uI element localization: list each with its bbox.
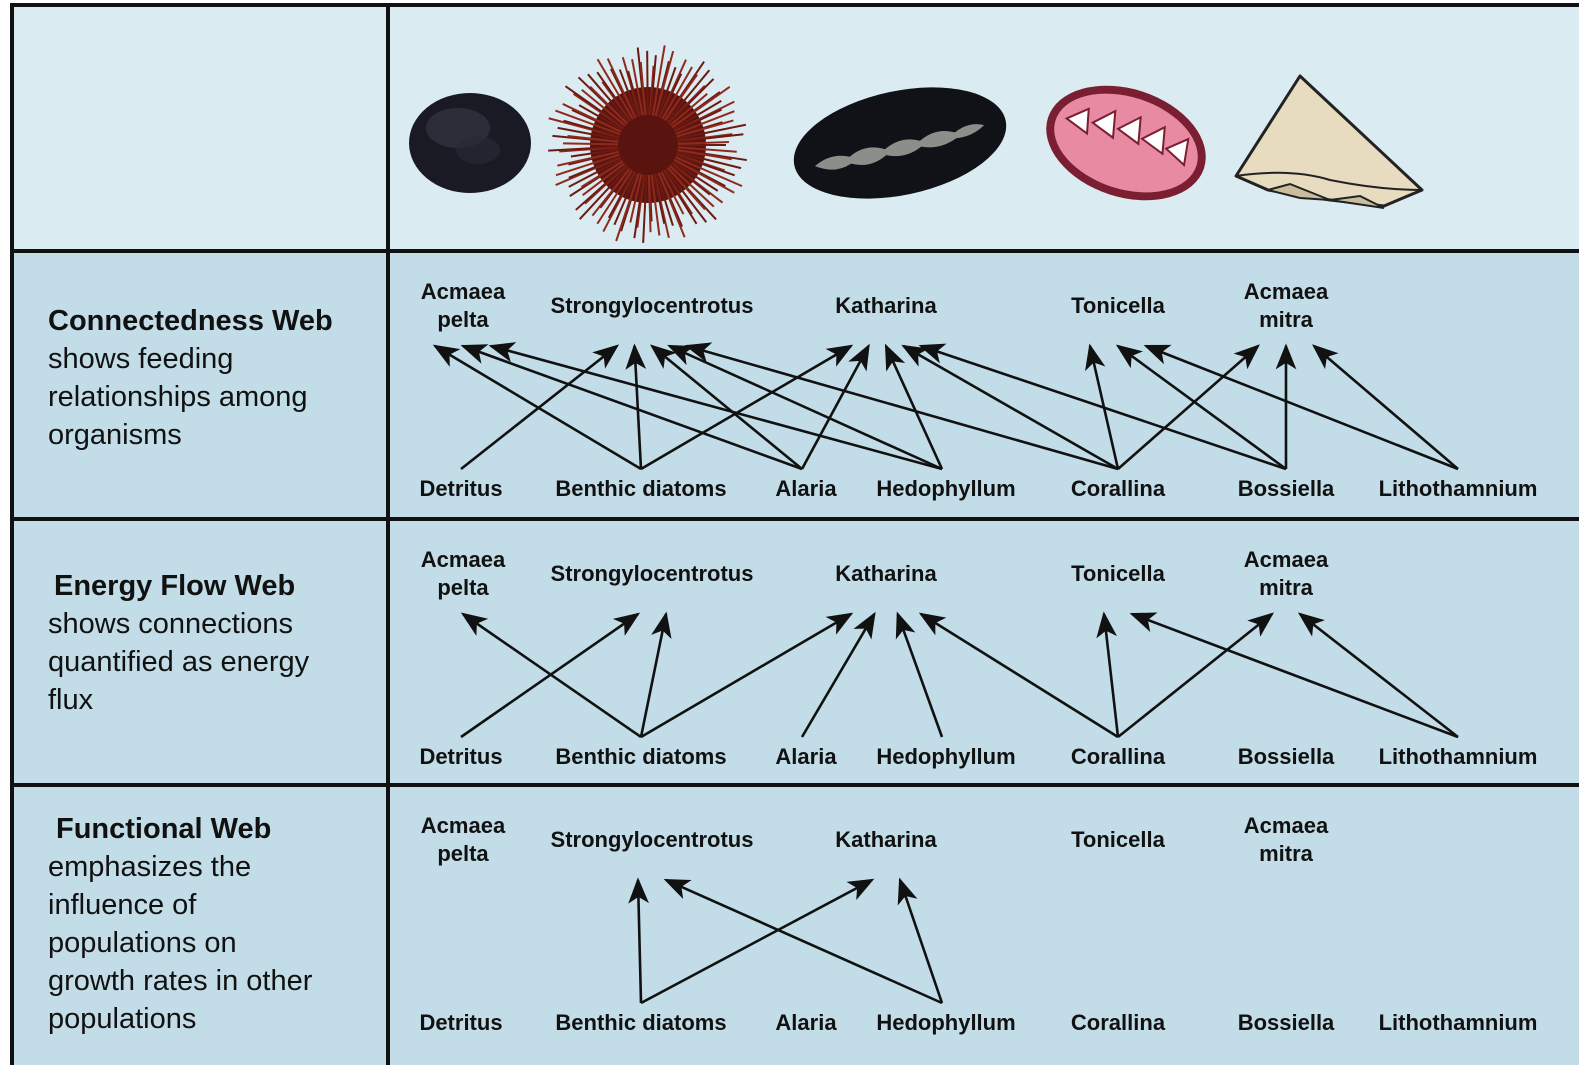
functional-web-label: Functional Web emphasizes the influence …	[48, 810, 312, 1038]
acmaea-pelta-illustration	[409, 93, 531, 193]
predator-label-tonicella: Tonicella	[1071, 827, 1165, 852]
prey-label-hedophyllum: Hedophyllum	[876, 744, 1015, 769]
predator-label-line: pelta	[437, 575, 489, 600]
predator-label-katharina: Katharina	[835, 293, 937, 318]
predator-label-line: Strongylocentrotus	[551, 293, 754, 318]
prey-label-alaria: Alaria	[775, 744, 837, 769]
connectedness-web-desc-2: relationships among	[48, 378, 333, 416]
predator-label-line: mitra	[1259, 307, 1314, 332]
prey-label-benthic_diatoms: Benthic diatoms	[555, 1010, 726, 1035]
functional-web-desc-3: populations on	[48, 924, 312, 962]
predator-label-line: Strongylocentrotus	[551, 561, 754, 586]
prey-label-detritus: Detritus	[419, 744, 502, 769]
energy-flow-web-desc-1: shows connections	[48, 605, 309, 643]
predator-label-tonicella: Tonicella	[1071, 293, 1165, 318]
urchin-spine	[563, 143, 618, 144]
connectedness-web-desc-1: shows feeding	[48, 340, 333, 378]
predator-label-line: Tonicella	[1071, 293, 1165, 318]
predator-label-strongylocentrotus: Strongylocentrotus	[551, 561, 754, 586]
prey-label-benthic_diatoms: Benthic diatoms	[555, 744, 726, 769]
predator-label-strongylocentrotus: Strongylocentrotus	[551, 293, 754, 318]
urchin-spine	[647, 51, 648, 115]
prey-label-benthic_diatoms: Benthic diatoms	[555, 476, 726, 501]
predator-label-line: Tonicella	[1071, 561, 1165, 586]
prey-label-alaria: Alaria	[775, 476, 837, 501]
energy-flow-web-desc-3: flux	[48, 681, 309, 719]
prey-label-corallina: Corallina	[1071, 476, 1166, 501]
predator-label-line: pelta	[437, 841, 489, 866]
predator-label-line: Strongylocentrotus	[551, 827, 754, 852]
predator-label-line: mitra	[1259, 841, 1314, 866]
prey-label-bossiella: Bossiella	[1238, 1010, 1335, 1035]
functional-web-desc-5: populations	[48, 1000, 312, 1038]
prey-label-hedophyllum: Hedophyllum	[876, 476, 1015, 501]
predator-label-line: Acmaea	[421, 547, 506, 572]
predator-label-line: Acmaea	[1244, 279, 1329, 304]
functional-web-title: Functional Web	[48, 810, 312, 848]
connectedness-web-desc-3: organisms	[48, 416, 333, 454]
predator-label-line: pelta	[437, 307, 489, 332]
functional-web-desc-4: growth rates in other	[48, 962, 312, 1000]
prey-label-bossiella: Bossiella	[1238, 744, 1335, 769]
predator-label-line: Katharina	[835, 561, 937, 586]
prey-label-hedophyllum: Hedophyllum	[876, 1010, 1015, 1035]
predator-label-line: Tonicella	[1071, 827, 1165, 852]
connectedness-web-title: Connectedness Web	[48, 302, 333, 340]
predator-label-tonicella: Tonicella	[1071, 561, 1165, 586]
energy-flow-web-label: Energy Flow Web shows connections quanti…	[48, 567, 309, 719]
predator-label-strongylocentrotus: Strongylocentrotus	[551, 827, 754, 852]
prey-label-lithothamnium: Lithothamnium	[1379, 476, 1538, 501]
predator-label-line: Acmaea	[421, 279, 506, 304]
prey-label-alaria: Alaria	[775, 1010, 837, 1035]
prey-label-detritus: Detritus	[419, 1010, 502, 1035]
energy-flow-web-desc-2: quantified as energy	[48, 643, 309, 681]
functional-web-desc-2: influence of	[48, 886, 312, 924]
predator-label-line: Katharina	[835, 827, 937, 852]
predator-label-katharina: Katharina	[835, 561, 937, 586]
energy-flow-web-title: Energy Flow Web	[48, 567, 309, 605]
prey-label-lithothamnium: Lithothamnium	[1379, 744, 1538, 769]
prey-label-detritus: Detritus	[419, 476, 502, 501]
prey-label-corallina: Corallina	[1071, 1010, 1166, 1035]
prey-label-lithothamnium: Lithothamnium	[1379, 1010, 1538, 1035]
predator-label-line: Acmaea	[1244, 813, 1329, 838]
prey-label-corallina: Corallina	[1071, 744, 1166, 769]
connectedness-web-label: Connectedness Web shows feeding relation…	[48, 302, 333, 454]
predator-label-line: Acmaea	[421, 813, 506, 838]
predator-label-line: Acmaea	[1244, 547, 1329, 572]
predator-label-line: Katharina	[835, 293, 937, 318]
functional-web-desc-1: emphasizes the	[48, 848, 312, 886]
prey-label-bossiella: Bossiella	[1238, 476, 1335, 501]
predator-label-line: mitra	[1259, 575, 1314, 600]
predator-label-katharina: Katharina	[835, 827, 937, 852]
